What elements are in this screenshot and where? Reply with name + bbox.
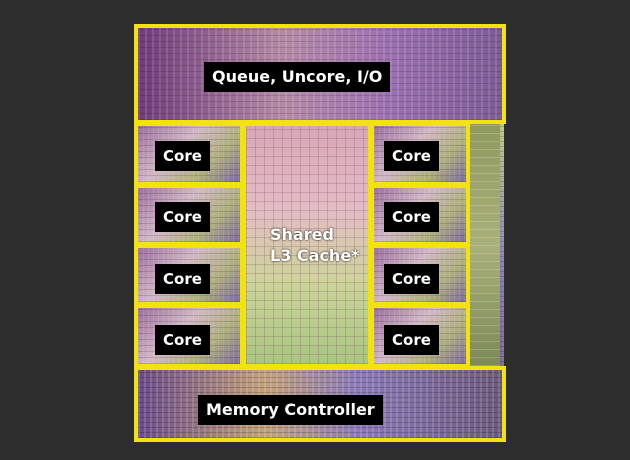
core-label-left-4: Core <box>155 325 210 355</box>
uncore-label: Queue, Uncore, I/O <box>204 62 390 92</box>
core-label-right-4: Core <box>384 325 439 355</box>
die-edge-strip <box>470 124 500 366</box>
memory-controller-label: Memory Controller <box>198 395 383 425</box>
core-label-right-3: Core <box>384 264 439 294</box>
core-label-left-2: Core <box>155 202 210 232</box>
core-label-right-2: Core <box>384 202 439 232</box>
l3-cache-label: Shared L3 Cache* <box>270 224 360 266</box>
core-label-right-1: Core <box>384 141 439 171</box>
core-label-left-3: Core <box>155 264 210 294</box>
core-label-left-1: Core <box>155 141 210 171</box>
